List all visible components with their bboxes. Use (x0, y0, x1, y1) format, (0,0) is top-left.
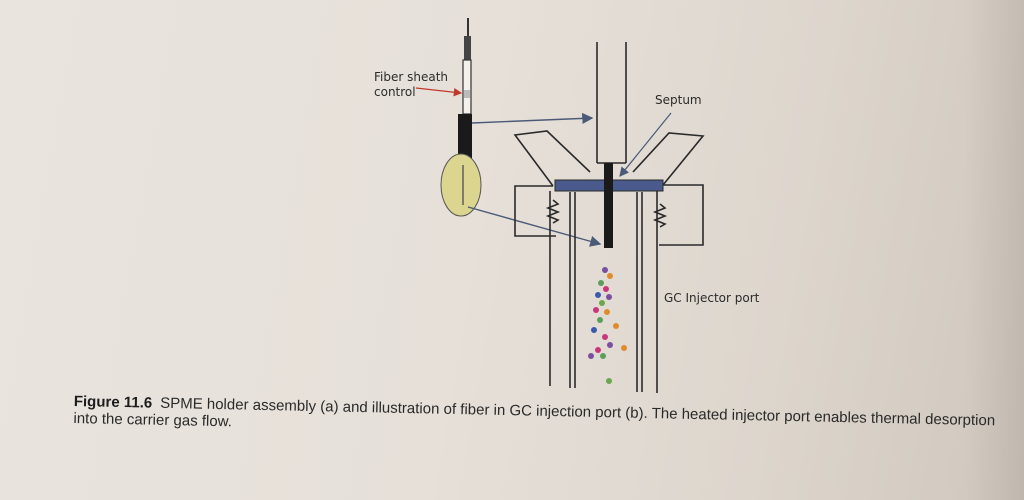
label-fiber-sheath: Fiber sheath (374, 70, 448, 84)
fiber-magnifier (440, 153, 482, 217)
spme-holder (458, 18, 472, 168)
holder-arrow (471, 112, 594, 125)
septum-arrow (619, 112, 672, 177)
figure-number: Figure 11.6 (73, 393, 153, 412)
label-gc-injector-port: GC Injector port (664, 291, 760, 305)
label-control: control (374, 85, 416, 99)
label-septum: Septum (655, 93, 702, 107)
desorbed-particles (588, 267, 627, 384)
page-edge-shadow (964, 0, 1024, 500)
gc-injector (513, 42, 705, 393)
fiber-arrow (467, 206, 602, 247)
sheath-control-arrow (415, 87, 463, 97)
spme-needle (604, 163, 613, 248)
